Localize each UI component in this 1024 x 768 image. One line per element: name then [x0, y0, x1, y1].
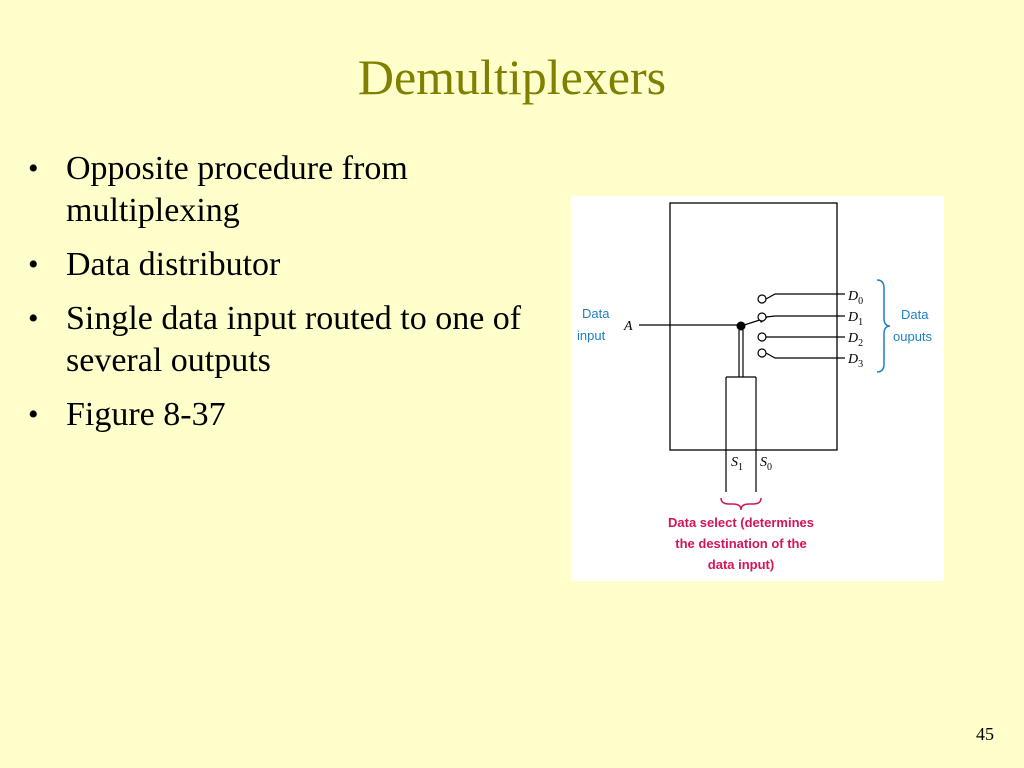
bullet-item: • Figure 8-37: [28, 394, 548, 436]
bullet-icon: •: [28, 152, 39, 185]
input-label-line2: input: [577, 328, 606, 343]
output-wire-0: [765, 293, 845, 300]
select-label-s0: S0: [760, 455, 772, 473]
bullet-item: • Data distributor: [28, 244, 548, 286]
bullet-text: Single data input routed to one of sever…: [66, 300, 522, 379]
bullet-text: Data distributor: [66, 246, 281, 283]
bullet-icon: •: [28, 248, 39, 281]
output-label-d3: D3: [847, 352, 863, 370]
demux-diagram: Data input A D0 D1 D2 D3 Data ouputs: [577, 202, 933, 572]
bullet-item: • Single data input routed to one of seve…: [28, 298, 548, 382]
output-label-d0: D0: [847, 289, 863, 307]
select-caption-line3: data input): [708, 557, 774, 572]
page-number: 45: [976, 724, 994, 744]
bullet-list: • Opposite procedure from multiplexing • D…: [28, 148, 548, 448]
output-contact-2: [757, 332, 767, 342]
select-label-s1: S1: [731, 455, 743, 473]
bullet-text: Figure 8-37: [66, 396, 226, 433]
input-label-line1: Data: [582, 306, 610, 321]
bullet-item: • Opposite procedure from multiplexing: [28, 148, 548, 232]
demux-block: [669, 202, 838, 451]
demux-figure: Data input A D0 D1 D2 D3 Data ouputs: [571, 196, 944, 581]
outputs-brace-icon: [876, 279, 891, 373]
output-label-d2: D2: [847, 331, 863, 349]
bullet-text: Opposite procedure from multiplexing: [66, 150, 408, 229]
output-contact-3: [757, 348, 767, 358]
outputs-label-line1: Data: [901, 307, 929, 322]
page-title: Demultiplexers: [357, 49, 667, 105]
input-var-label: A: [623, 319, 633, 334]
bullet-icon: •: [28, 398, 39, 431]
outputs-label-line2: ouputs: [893, 329, 933, 344]
output-contact-1: [757, 312, 767, 322]
bullet-icon: •: [28, 302, 39, 335]
select-brace-icon: [720, 497, 762, 511]
select-caption-line2: the destination of the: [675, 536, 806, 551]
output-label-d1: D1: [847, 310, 863, 328]
select-caption-line1: Data select (determines: [668, 515, 814, 530]
output-wire-1: [765, 315, 845, 318]
output-contact-0: [757, 294, 767, 304]
output-wire-3: [765, 352, 845, 359]
